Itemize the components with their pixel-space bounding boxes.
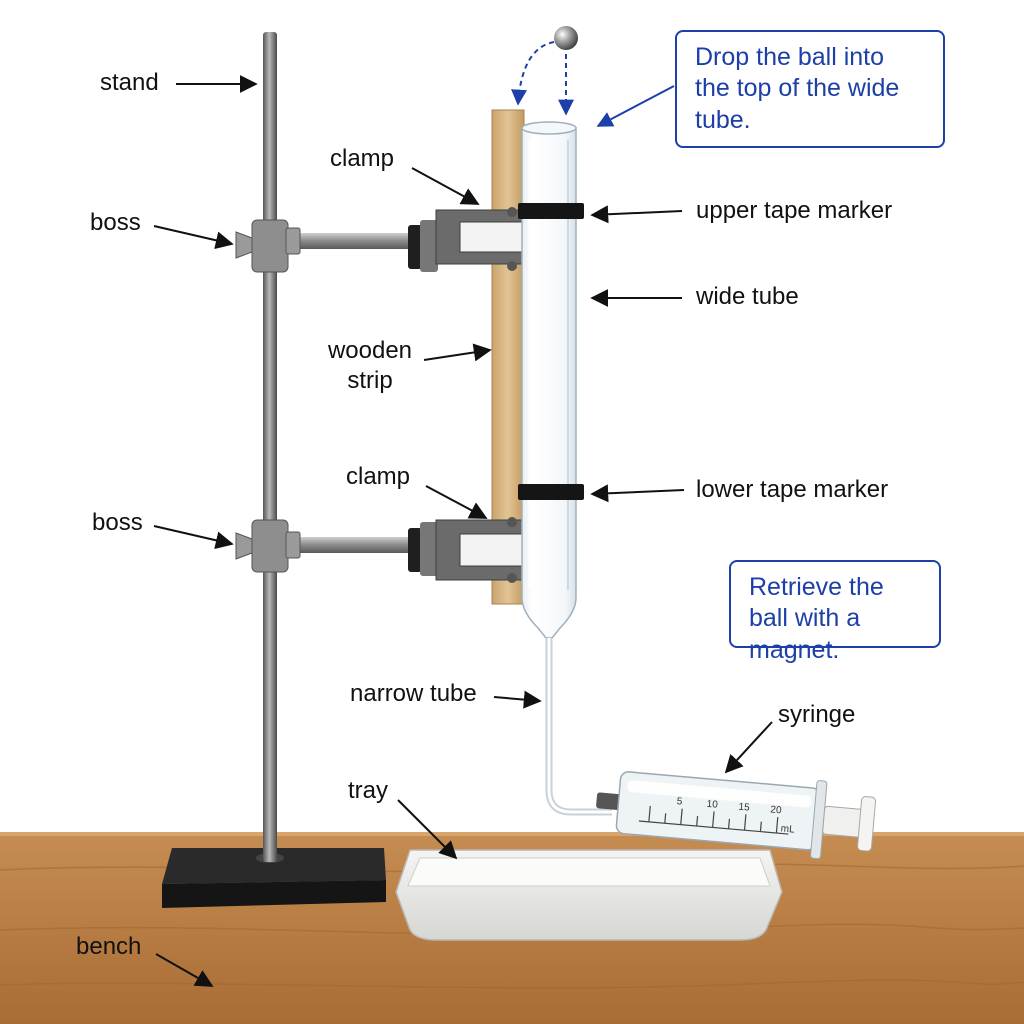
- syringe: 5 10 15 20 mL: [596, 771, 877, 860]
- label-tray: tray: [348, 777, 389, 804]
- syringe-tick-15: 15: [738, 802, 750, 814]
- label-arrows: [153, 75, 773, 987]
- label-wooden-strip-line2: strip: [347, 367, 393, 395]
- callout-retrieve-ball: Retrieve the ball with a magnet.: [729, 560, 941, 664]
- label-wide-tube: wide tube: [696, 283, 799, 310]
- label-stand: stand: [100, 69, 159, 96]
- ball: [554, 26, 578, 50]
- drop-path-arrows: [511, 41, 574, 116]
- syringe-tick-5: 5: [676, 796, 683, 807]
- syringe-unit: mL: [780, 823, 795, 835]
- wide-tube: [521, 121, 577, 639]
- upper-tape-marker: [518, 203, 584, 219]
- syringe-tick-10: 10: [706, 799, 718, 811]
- label-syringe: syringe: [778, 701, 856, 728]
- label-narrow-tube: narrow tube: [350, 680, 477, 707]
- narrow-tube: [545, 638, 612, 816]
- label-upper-tape-marker: upper tape marker: [696, 197, 893, 224]
- label-boss-upper: boss: [90, 209, 141, 236]
- tray: [395, 849, 783, 941]
- callout-drop-ball: Drop the ball into the top of the wide t…: [675, 30, 945, 148]
- label-bench: bench: [76, 933, 142, 960]
- lower-boss-clamp: [235, 517, 523, 583]
- label-clamp-lower: clamp: [346, 463, 411, 490]
- upper-boss-clamp: [235, 207, 523, 273]
- syringe-tick-20: 20: [770, 804, 782, 816]
- callout-pointer: [596, 85, 675, 127]
- lower-tape-marker: [518, 484, 584, 500]
- label-wooden-strip: wooden strip: [322, 337, 418, 395]
- label-wooden-strip-line1: wooden: [327, 337, 413, 364]
- label-clamp-upper: clamp: [330, 145, 395, 172]
- stand-rod: [263, 32, 277, 862]
- label-boss-lower: boss: [92, 509, 143, 536]
- label-lower-tape-marker: lower tape marker: [696, 476, 889, 503]
